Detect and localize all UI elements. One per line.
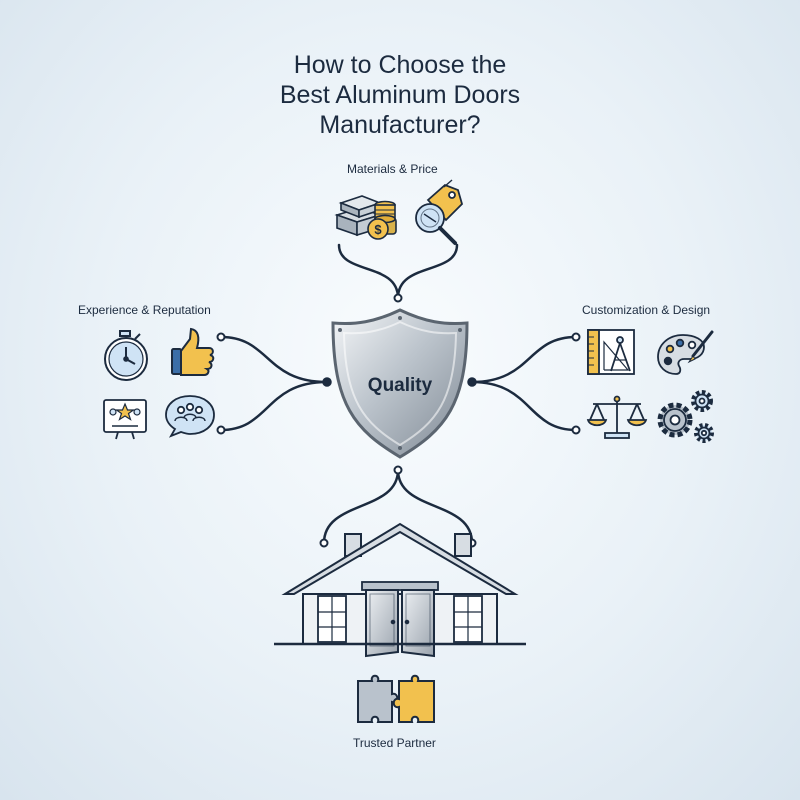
connector-right (467, 332, 581, 435)
svg-text:$: $ (374, 222, 382, 237)
price-tag-magnifier-icon (415, 179, 464, 245)
drafting-compass-icon (587, 329, 635, 375)
center-label: Quality (368, 375, 433, 396)
page-title: How to Choose the Best Aluminum Doors Ma… (250, 50, 550, 140)
title-line-2: Best Aluminum Doors (279, 81, 521, 109)
label-customization-design: Customization & Design (582, 303, 711, 317)
label-experience-reputation: Experience & Reputation (78, 303, 211, 317)
coin-stack-icon: $ (334, 195, 397, 240)
title-line-1: How to Choose the (293, 51, 507, 79)
quality-shield-icon (331, 308, 469, 459)
connector-bottom (319, 465, 477, 548)
label-materials-price: Materials & Price (347, 162, 438, 176)
gears-icon (657, 390, 714, 443)
connector-top (337, 243, 459, 303)
puzzle-pieces-icon (357, 674, 435, 723)
title-line-3: Manufacturer? (319, 111, 481, 139)
balance-scale-icon (586, 395, 648, 439)
connector-left (216, 332, 332, 435)
stopwatch-icon (104, 330, 148, 381)
house-double-door-icon (274, 522, 526, 658)
label-trusted-partner: Trusted Partner (353, 736, 436, 750)
rating-board-icon (103, 399, 147, 440)
team-chat-icon (165, 395, 215, 438)
paint-palette-icon (657, 330, 714, 375)
thumbs-up-icon (171, 327, 215, 376)
